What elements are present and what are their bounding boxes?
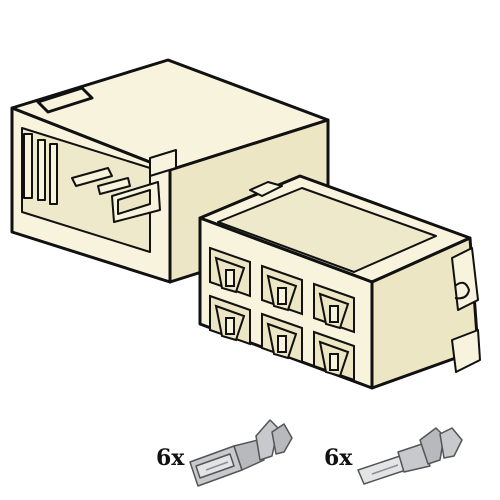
female-terminal-quantity: 6x	[156, 445, 185, 471]
cavity-1-3	[313, 282, 355, 334]
cavity-1-1	[209, 246, 251, 298]
terminal-cavity-grid	[209, 246, 355, 382]
cavity-2-1	[209, 294, 251, 346]
male-terminal-icon	[357, 427, 463, 485]
cavity-2-3	[313, 330, 355, 382]
cavity-1-2	[261, 264, 303, 316]
cavity-2-2	[261, 312, 303, 364]
female-terminal-icon	[189, 419, 293, 487]
male-terminal-quantity: 6x	[324, 445, 353, 471]
